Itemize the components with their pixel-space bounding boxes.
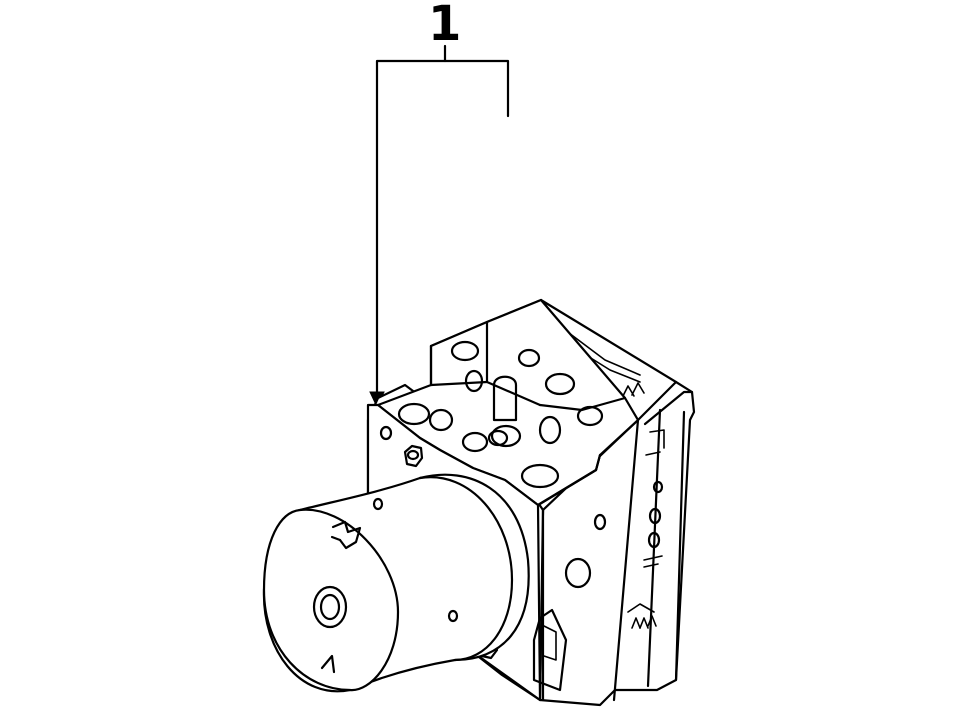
mounting-bolt-upper xyxy=(403,444,424,468)
abs-hydraulic-unit xyxy=(262,298,696,707)
callout-number[interactable]: 1 xyxy=(428,0,461,52)
pump-motor xyxy=(262,473,530,693)
connector-pins xyxy=(627,603,657,629)
control-module-housing xyxy=(522,298,696,707)
